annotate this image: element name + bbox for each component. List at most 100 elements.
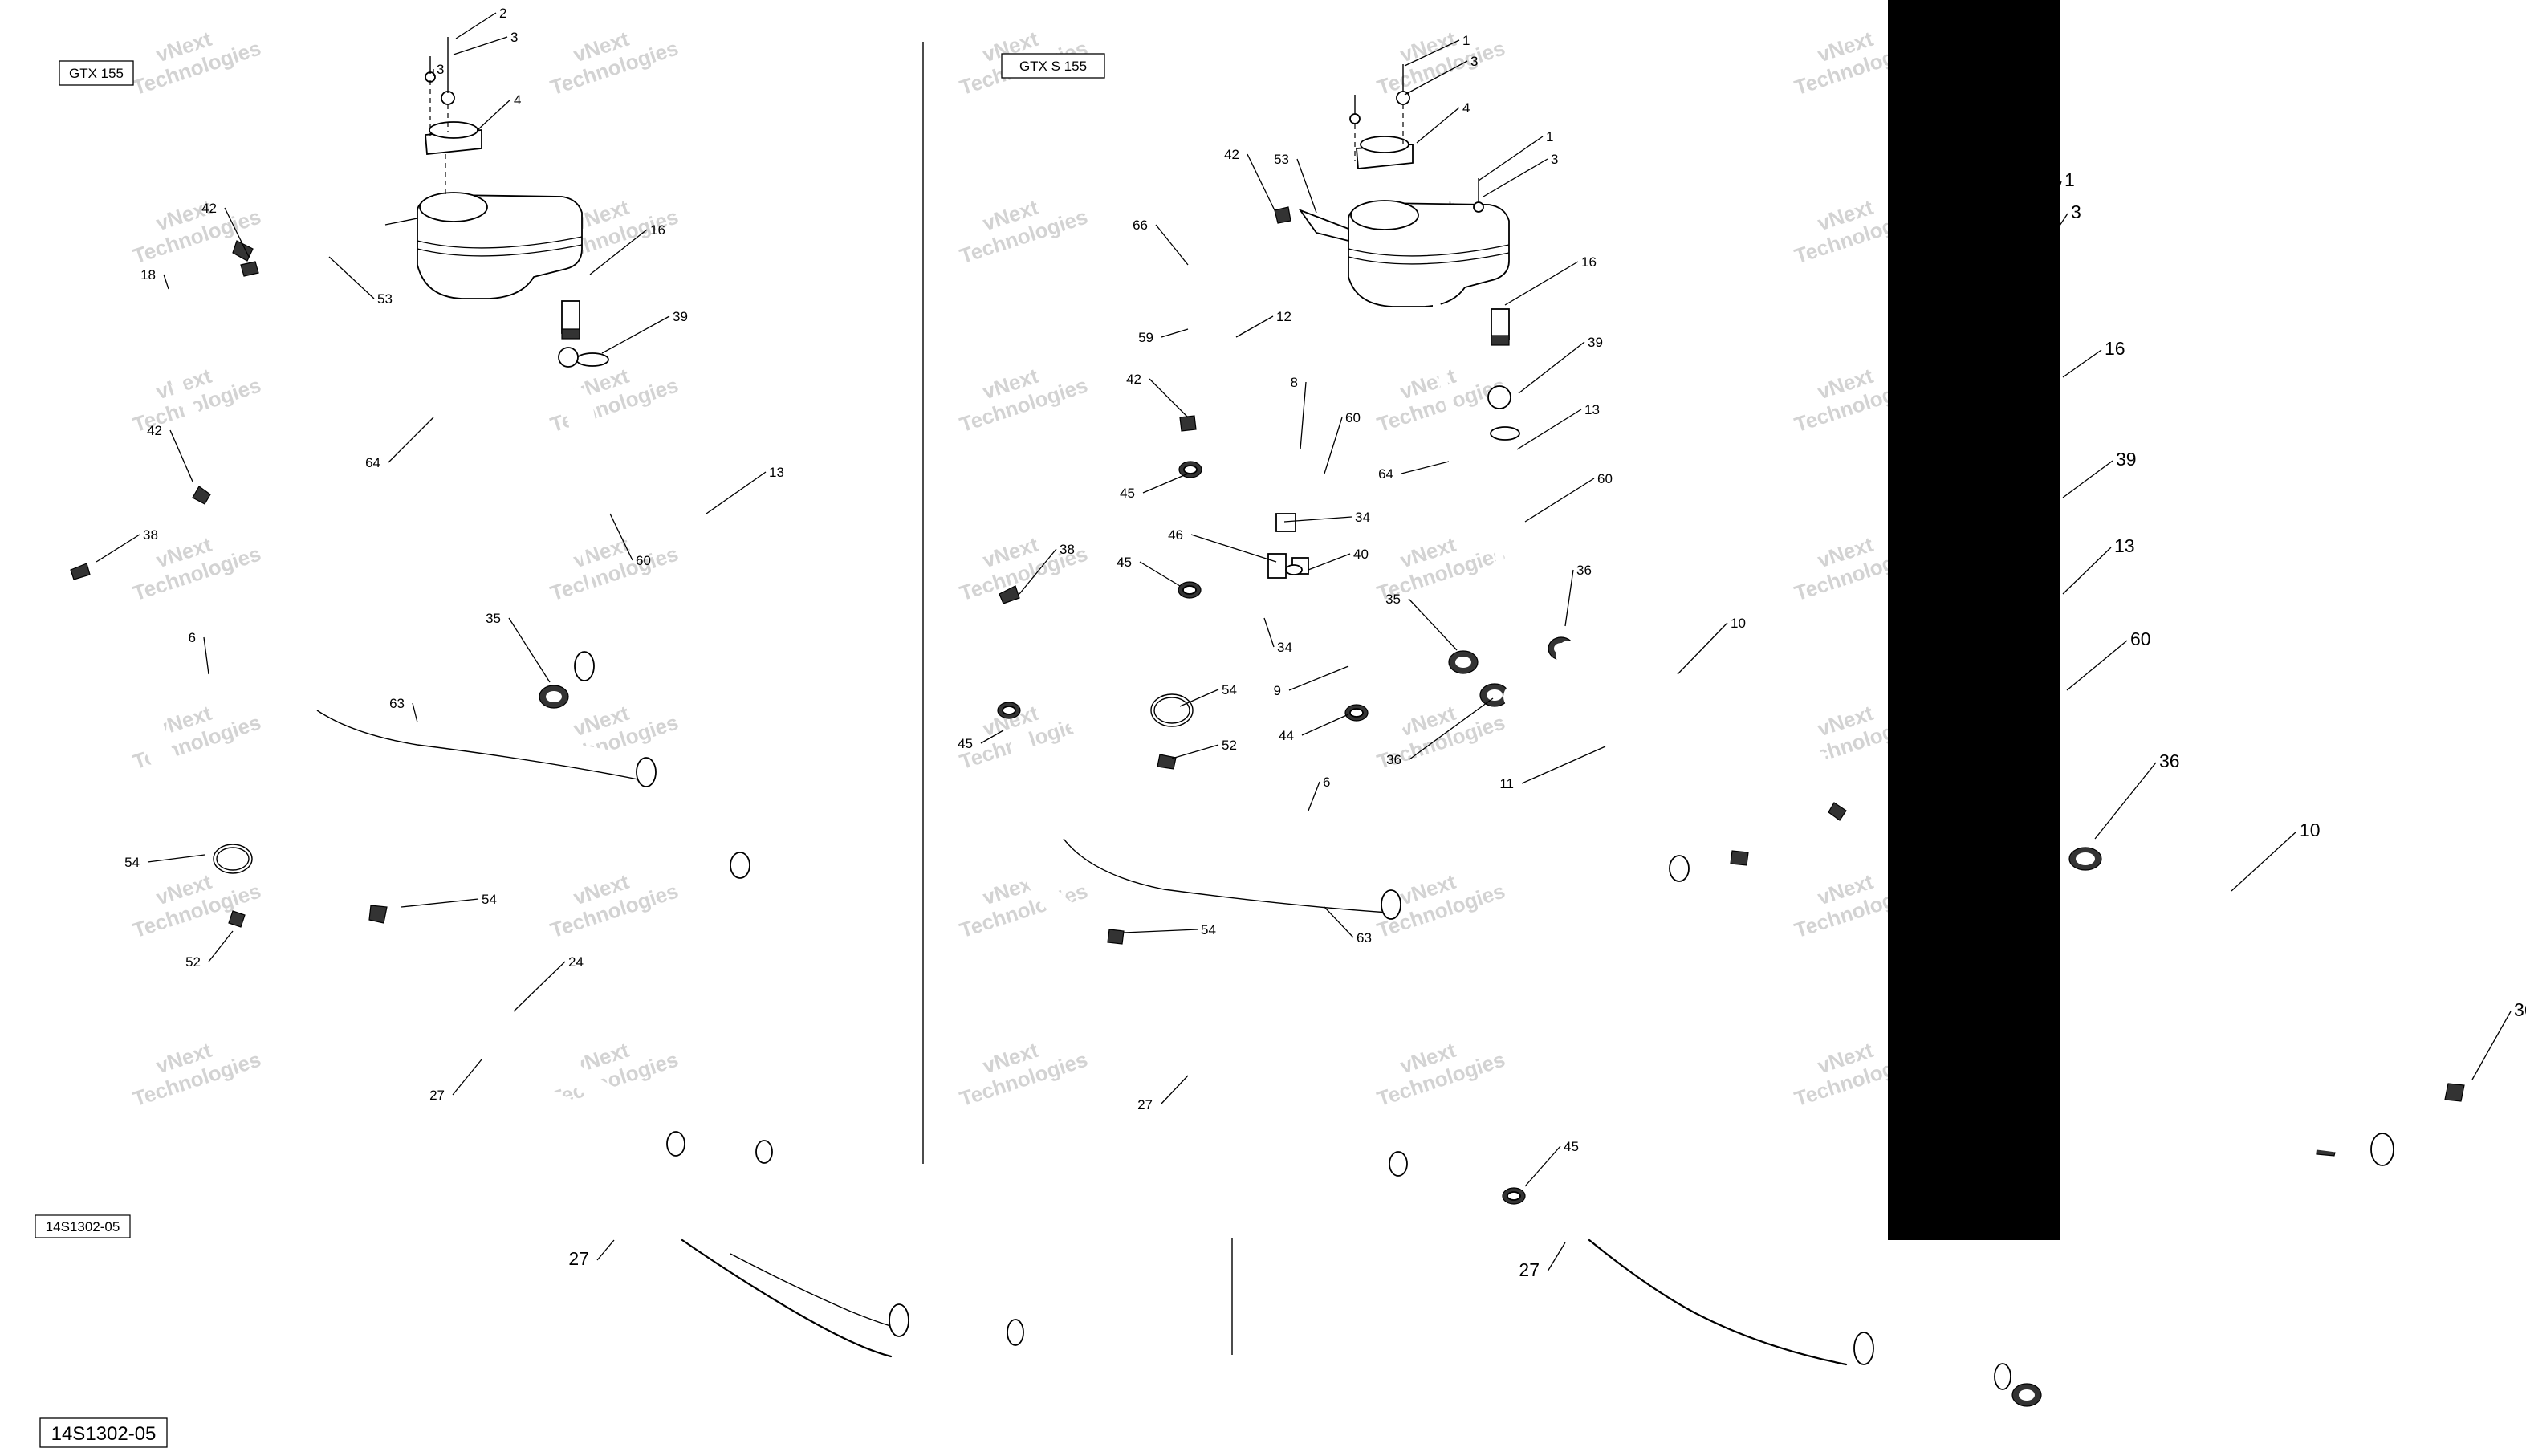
callout-number: 60 — [1345, 410, 1361, 425]
callout-leader-line — [1478, 136, 1544, 181]
callout-number: 66 — [1133, 218, 1148, 233]
callout-leader-line — [1408, 598, 1458, 651]
callout-60: 60 — [609, 513, 651, 568]
callout-63: 63 — [389, 696, 418, 723]
callout-13: 13 — [706, 465, 784, 514]
callout-number: 3 — [1551, 152, 1558, 167]
callout-leader-line — [1301, 714, 1349, 736]
callout-leader-line — [1524, 478, 1595, 523]
callout-number: 45 — [1117, 555, 1132, 570]
callout-number: 39 — [1588, 335, 1603, 350]
callout-27: 27 — [1137, 1075, 1189, 1112]
callout-number: 16 — [1581, 254, 1597, 270]
callout-35: 35 — [486, 611, 551, 683]
watermark-text: vNextTechnologies — [123, 13, 264, 100]
callout-8: 8 — [1291, 375, 1307, 450]
coolant-reservoir-left — [384, 192, 583, 340]
callout-45: 45 — [1117, 555, 1181, 587]
callout-number: 35 — [486, 611, 501, 626]
callout-number: 59 — [1138, 330, 1153, 345]
callout-number: 4 — [1462, 100, 1470, 116]
callout-leader-line — [1235, 315, 1274, 338]
callout-number: 8 — [1291, 375, 1298, 390]
callout-35: 35 — [1385, 592, 1458, 651]
callout-leader-line — [1190, 534, 1277, 563]
callout-42: 42 — [1126, 372, 1189, 418]
callout-number: 27 — [429, 1088, 445, 1103]
callout-leader-line — [1308, 781, 1320, 811]
black-occluder-bar — [1888, 0, 2060, 1240]
model-label-gtx-s-155: GTX S 155 — [1001, 53, 1105, 79]
callout-leader-line — [1404, 39, 1460, 67]
diagram-reference-small: 14S1302-05 — [35, 1214, 131, 1238]
callout-number: 6 — [1323, 775, 1330, 790]
callout-leader-line — [1518, 341, 1585, 394]
callout-3: 3 — [1404, 54, 1478, 96]
callout-leader-line — [328, 256, 375, 299]
callout-3: 3 — [433, 62, 444, 77]
callout-number: 27 — [1137, 1097, 1153, 1112]
callout-leader-line — [2066, 640, 2128, 691]
callout-16: 16 — [2062, 338, 2125, 378]
callout-number: 16 — [650, 222, 665, 238]
callout-number: 63 — [1357, 930, 1372, 946]
callout-27: 27 — [568, 1239, 615, 1269]
callout-leader-line — [2054, 213, 2068, 234]
callout-38: 38 — [96, 527, 158, 563]
callout-54: 54 — [1179, 682, 1237, 707]
watermark-text: vNextTechnologies — [950, 856, 1091, 942]
callout-leader-line — [508, 617, 551, 683]
callout-leader-line — [1324, 417, 1343, 474]
callout-number: 3 — [510, 30, 518, 45]
callout-44: 44 — [1279, 714, 1349, 743]
callout-number: 53 — [1274, 152, 1289, 167]
bottom-detail-parts — [681, 1228, 2042, 1407]
callout-60: 60 — [2066, 628, 2151, 691]
callout-number: 1 — [2064, 169, 2075, 190]
callout-3: 3 — [2054, 201, 2081, 234]
callout-number: 35 — [1385, 592, 1401, 607]
callout-number: 10 — [2300, 820, 2321, 840]
callout-leader-line — [1263, 617, 1275, 648]
callout-leader-line — [1139, 561, 1181, 587]
callout-10: 10 — [2231, 820, 2321, 892]
callout-number: 13 — [2114, 535, 2135, 556]
callout-16: 16 — [589, 222, 665, 275]
callout-54: 54 — [1123, 922, 1216, 937]
callout-leader-line — [980, 730, 1004, 744]
callout-number: 45 — [1564, 1139, 1579, 1154]
callout-11: 11 — [1499, 746, 1606, 791]
callout-16: 16 — [1504, 254, 1597, 306]
callout-leader-line — [453, 36, 508, 55]
callout-18: 18 — [140, 267, 169, 290]
watermark-text: vNextTechnologies — [1367, 1024, 1508, 1111]
callout-12: 12 — [1235, 309, 1291, 338]
callout-leader-line — [1524, 1145, 1561, 1187]
callout-number: 1 — [1462, 33, 1470, 48]
callout-1: 1 — [1404, 33, 1470, 67]
callout-leader-line — [1516, 409, 1582, 450]
callout-number: 46 — [1168, 527, 1183, 543]
callout-leader-line — [452, 1059, 482, 1096]
callout-1: 1 — [2054, 169, 2075, 201]
callout-63: 63 — [1324, 906, 1372, 946]
callout-leader-line — [1416, 107, 1460, 144]
callout-9: 9 — [1274, 665, 1349, 698]
callout-34: 34 — [1283, 510, 1370, 525]
callout-45: 45 — [958, 730, 1004, 751]
callout-2: 2 — [455, 6, 506, 39]
reservoir-cap-left — [425, 37, 482, 197]
callout-36: 36 — [2094, 750, 2180, 840]
callout-number: 3 — [1470, 54, 1478, 69]
callout-leader-line — [1283, 516, 1352, 523]
callout-54: 54 — [124, 854, 205, 870]
callout-number: 38 — [1060, 542, 1075, 557]
callout-10: 10 — [1677, 616, 1746, 675]
callout-42: 42 — [201, 201, 250, 258]
left-panel-parts — [70, 37, 773, 1164]
callout-leader-line — [2471, 1011, 2512, 1080]
callout-leader-line — [589, 229, 648, 275]
coolant-reservoir-right — [1298, 200, 1510, 346]
callout-66: 66 — [1133, 218, 1189, 266]
